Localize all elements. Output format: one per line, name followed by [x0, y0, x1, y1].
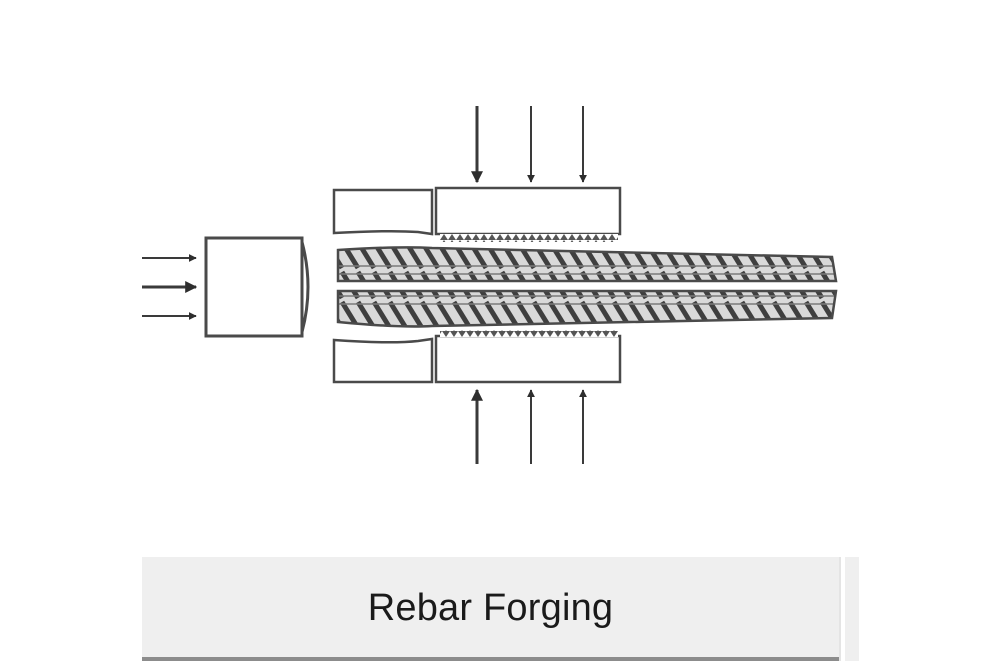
- rebar-forging-diagram: [142, 106, 838, 464]
- bottom-pressure-arrows: [471, 388, 587, 464]
- rebar-upper: [336, 246, 838, 283]
- top-pressure-arrows: [471, 106, 587, 184]
- caption-label: Rebar Forging: [367, 587, 614, 629]
- caption-bar: Rebar Forging: [142, 557, 839, 661]
- lower-die: [332, 330, 622, 384]
- rebar-lower: [336, 289, 838, 328]
- push-arrows: [142, 254, 198, 320]
- upper-die: [332, 186, 622, 242]
- caption-divider: [839, 557, 859, 661]
- forging-punch: [204, 236, 310, 338]
